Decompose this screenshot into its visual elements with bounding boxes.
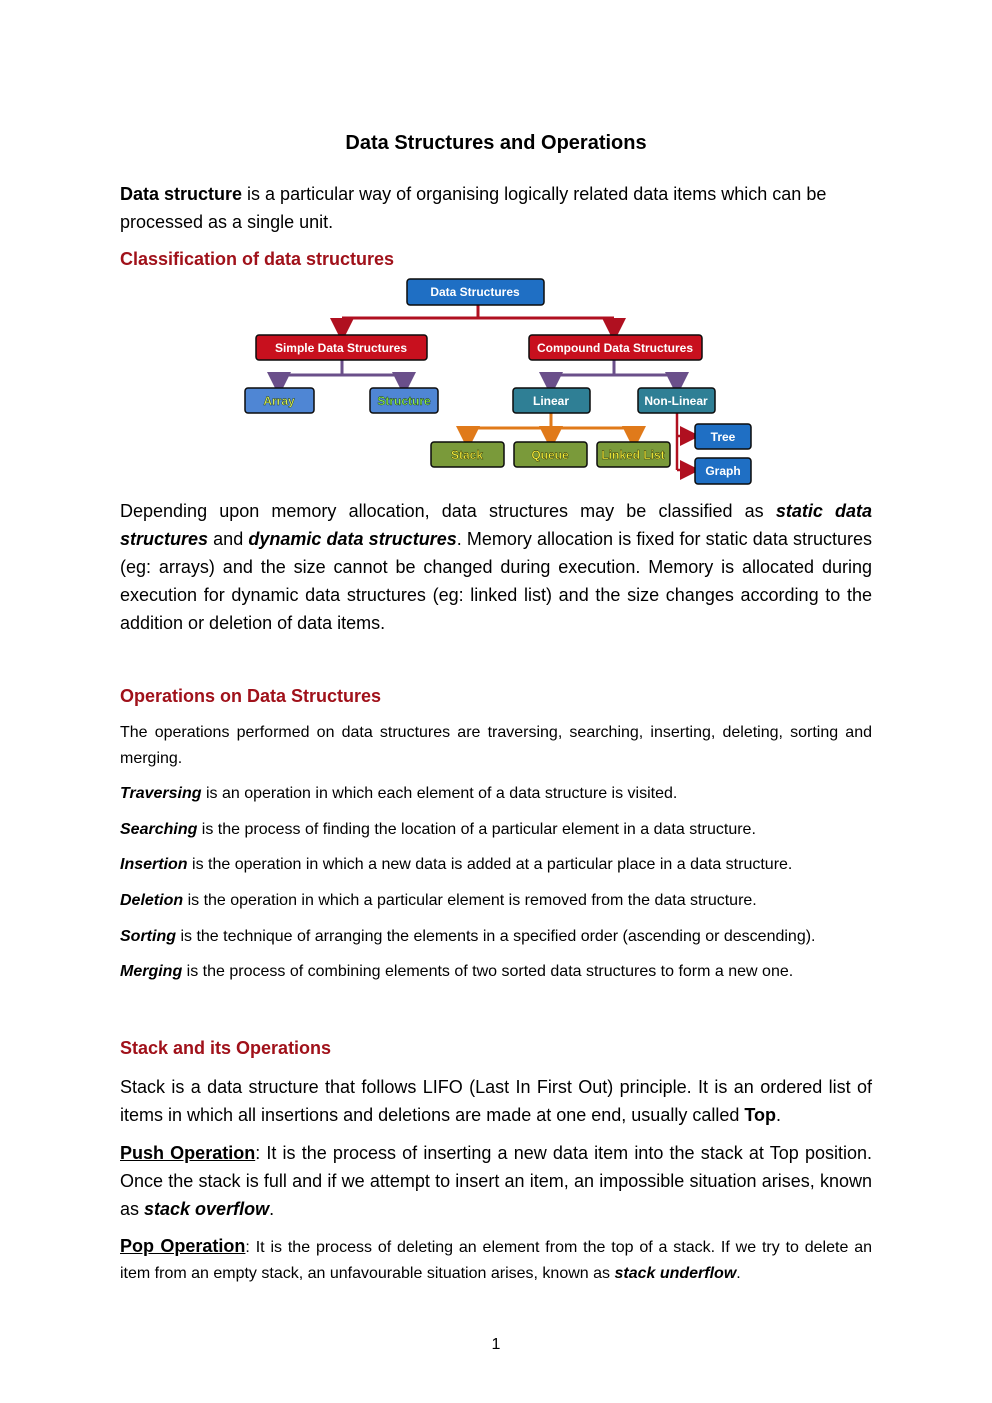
node-structure: Structure <box>369 387 439 414</box>
svg-text:Linked List: Linked List <box>601 448 664 462</box>
static-term: static data structures <box>120 501 872 549</box>
svg-text:Compound Data Structures: Compound Data Structures <box>537 341 693 355</box>
svg-text:Graph: Graph <box>705 464 740 478</box>
pop-paragraph: Pop Operation: It is the process of dele… <box>120 1236 872 1282</box>
node-simple-data-structures: Simple Data Structures <box>255 334 428 361</box>
dynamic-term: dynamic data structures <box>248 529 457 549</box>
operation-traversing: Traversing is an operation in which each… <box>120 785 678 802</box>
svg-text:Tree: Tree <box>711 430 736 444</box>
top-term: Top <box>744 1105 777 1125</box>
operation-merging: Merging is the process of combining elem… <box>120 963 794 980</box>
stack-underflow-term: stack underflow <box>614 1265 737 1282</box>
svg-text:Simple Data Structures: Simple Data Structures <box>275 341 407 355</box>
page-title: Data Structures and Operations <box>345 132 647 154</box>
node-stack: Stack <box>430 441 505 468</box>
svg-text:Queue: Queue <box>531 448 569 462</box>
operation-searching: Searching is the process of finding the … <box>120 821 756 838</box>
classification-diagram: Data Structures Simple Data Structures C… <box>244 278 752 485</box>
intro-text: is a particular way of organising logica… <box>120 184 827 232</box>
push-operation-label: Push Operation <box>120 1143 256 1163</box>
node-graph: Graph <box>694 457 752 485</box>
node-tree: Tree <box>694 423 752 450</box>
connector-compound <box>539 360 689 396</box>
intro-term: Data structure <box>120 184 243 204</box>
connector-root <box>330 305 626 342</box>
node-non-linear: Non-Linear <box>637 387 716 414</box>
intro-paragraph: Data structure is a particular way of or… <box>120 180 872 236</box>
svg-text:Linear: Linear <box>533 394 569 408</box>
connector-nonlinear <box>675 413 700 480</box>
connector-linear <box>456 413 646 450</box>
stack-heading: Stack and its Operations <box>120 1038 332 1058</box>
svg-text:Data Structures: Data Structures <box>430 285 520 299</box>
svg-text:Structure: Structure <box>377 394 431 408</box>
stack-overflow-term: stack overflow <box>144 1199 270 1219</box>
node-array: Array <box>244 387 315 414</box>
memory-allocation-paragraph: Depending upon memory allocation, data s… <box>120 501 872 633</box>
node-compound-data-structures: Compound Data Structures <box>528 334 703 361</box>
node-linked-list: Linked List <box>596 441 671 468</box>
pop-operation-label: Pop Operation <box>120 1236 246 1256</box>
operations-intro: The operations performed on data structu… <box>120 724 872 767</box>
svg-text:Array: Array <box>263 394 295 408</box>
operation-sorting: Sorting is the technique of arranging th… <box>120 928 816 945</box>
operations-heading: Operations on Data Structures <box>120 686 382 706</box>
classification-heading: Classification of data structures <box>120 249 395 269</box>
operation-deletion: Deletion is the operation in which a par… <box>120 892 757 909</box>
push-paragraph: Push Operation: It is the process of ins… <box>120 1143 873 1219</box>
svg-text:Non-Linear: Non-Linear <box>644 394 708 408</box>
svg-text:Stack: Stack <box>451 448 483 462</box>
node-queue: Queue <box>513 441 588 468</box>
stack-paragraph: Stack is a data structure that follows L… <box>120 1077 872 1125</box>
node-data-structures: Data Structures <box>406 278 545 306</box>
page-number: 1 <box>491 1336 501 1353</box>
node-linear: Linear <box>512 387 591 414</box>
connector-simple <box>267 360 416 396</box>
operation-insertion: Insertion is the operation in which a ne… <box>120 856 793 873</box>
